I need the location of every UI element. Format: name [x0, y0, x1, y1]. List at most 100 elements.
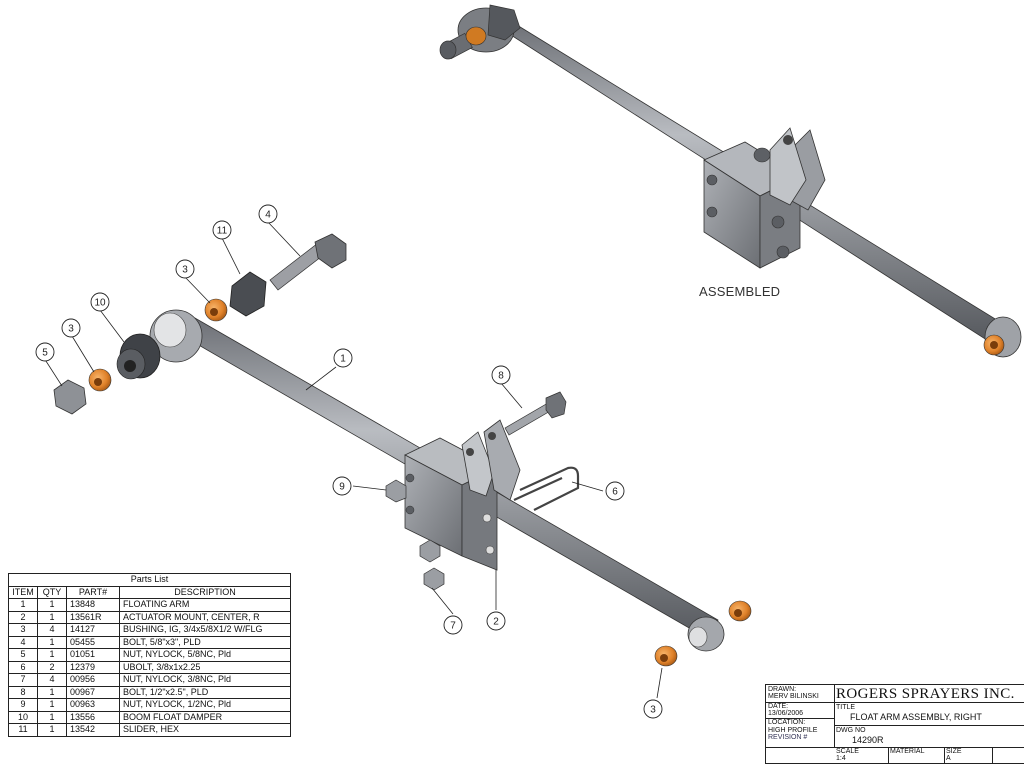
bolt-1-2x2-5 [504, 391, 567, 436]
header-item: ITEM [8, 585, 38, 599]
qty-cell: 4 [37, 623, 67, 637]
item-cell: 4 [8, 635, 38, 649]
header-qty: QTY [37, 585, 67, 599]
bushing-right-lower [654, 645, 678, 667]
drawn-value: MERV BILINSKI [768, 693, 819, 700]
balloon-label: 4 [265, 210, 271, 221]
header-description: DESCRIPTION [119, 585, 291, 599]
balloon-circle [175, 259, 195, 279]
balloon-circle [332, 476, 352, 496]
location-label: LOCATION: [768, 719, 806, 726]
part-number-cell: 00967 [66, 685, 120, 699]
qty-cell: 4 [37, 673, 67, 687]
balloon-circle [333, 348, 353, 368]
qty-cell: 1 [37, 610, 67, 624]
nylock-nut-3-8-b [423, 567, 445, 591]
balloon-label: 6 [612, 487, 618, 498]
date-label: DATE: [768, 703, 789, 710]
title-value: FLOAT ARM ASSEMBLY, RIGHT [850, 712, 982, 722]
balloon-label: 11 [217, 226, 228, 237]
part-number-cell: 00963 [66, 698, 120, 712]
balloon-circle [443, 615, 463, 635]
u-bolt [513, 466, 580, 511]
part-number-cell: 14127 [66, 623, 120, 637]
arm-right-eye [687, 616, 725, 652]
qty-cell: 1 [37, 698, 67, 712]
balloon-circle [486, 611, 506, 631]
item-cell: 9 [8, 698, 38, 712]
drawn-label: DRAWN: [768, 686, 797, 693]
description-cell: NUT, NYLOCK, 3/8NC, Pld [119, 673, 291, 687]
description-cell: BOOM FLOAT DAMPER [119, 710, 291, 724]
item-cell: 6 [8, 660, 38, 674]
boom-float-damper [116, 333, 161, 380]
balloon-label: 2 [493, 617, 499, 628]
parts-list-caption: Parts List [8, 573, 291, 587]
exploded-view [53, 233, 752, 667]
dwg-label: DWG NO [836, 727, 866, 734]
part-number-cell: 12379 [66, 660, 120, 674]
qty-cell: 1 [37, 598, 67, 612]
nylock-nut-3-8-a [419, 539, 441, 563]
header-part: PART# [66, 585, 120, 599]
bushing-upper [204, 298, 228, 322]
balloon-label: 9 [339, 482, 345, 493]
company-name: ROGERS SPRAYERS INC. [836, 686, 1015, 702]
location-value: HIGH PROFILE [768, 727, 818, 734]
assembled-label: ASSEMBLED [699, 284, 781, 299]
balloon-label: 3 [650, 705, 656, 716]
description-cell: ACTUATOR MOUNT, CENTER, R [119, 610, 291, 624]
balloon-circle [35, 342, 55, 362]
scale-label: SCALE [836, 748, 859, 755]
part-number-cell: 00956 [66, 673, 120, 687]
qty-cell: 1 [37, 648, 67, 662]
assembled-actuator-mount [703, 127, 826, 269]
material-label: MATERIAL [890, 748, 925, 755]
balloon-circle [491, 365, 511, 385]
qty-cell: 1 [37, 685, 67, 699]
balloon-circle [605, 481, 625, 501]
item-cell: 11 [8, 723, 38, 737]
slider-hex [229, 271, 267, 317]
description-cell: BOLT, 5/8"x3", PLD [119, 635, 291, 649]
balloon-label: 8 [498, 371, 504, 382]
balloon-circle [258, 204, 278, 224]
balloon-circle [212, 220, 232, 240]
size-label: SIZE [946, 748, 962, 755]
dwg-value: 14290R [852, 735, 884, 745]
item-cell: 10 [8, 710, 38, 724]
balloon-label: 3 [182, 265, 188, 276]
assembled-view [439, 4, 1022, 358]
qty-cell: 1 [37, 710, 67, 724]
qty-cell: 2 [37, 660, 67, 674]
item-cell: 5 [8, 648, 38, 662]
revision-label: REVISION # [768, 734, 808, 741]
part-number-cell: 13556 [66, 710, 120, 724]
balloon-label: 7 [450, 621, 456, 632]
balloon-circle [61, 318, 81, 338]
actuator-mount-center [404, 419, 521, 571]
title-block: DRAWN: MERV BILINSKI DATE: 13/06/2006 LO… [765, 684, 1024, 764]
balloon-label: 1 [340, 354, 346, 365]
item-cell: 7 [8, 673, 38, 687]
balloon-circle [643, 699, 663, 719]
leader-lines [43, 221, 663, 699]
nylock-nut-1-2 [385, 479, 407, 503]
qty-cell: 1 [37, 723, 67, 737]
scale-value: 1:4 [836, 755, 846, 762]
item-cell: 3 [8, 623, 38, 637]
description-cell: NUT, NYLOCK, 5/8NC, Pld [119, 648, 291, 662]
balloon-label: 3 [68, 324, 74, 335]
